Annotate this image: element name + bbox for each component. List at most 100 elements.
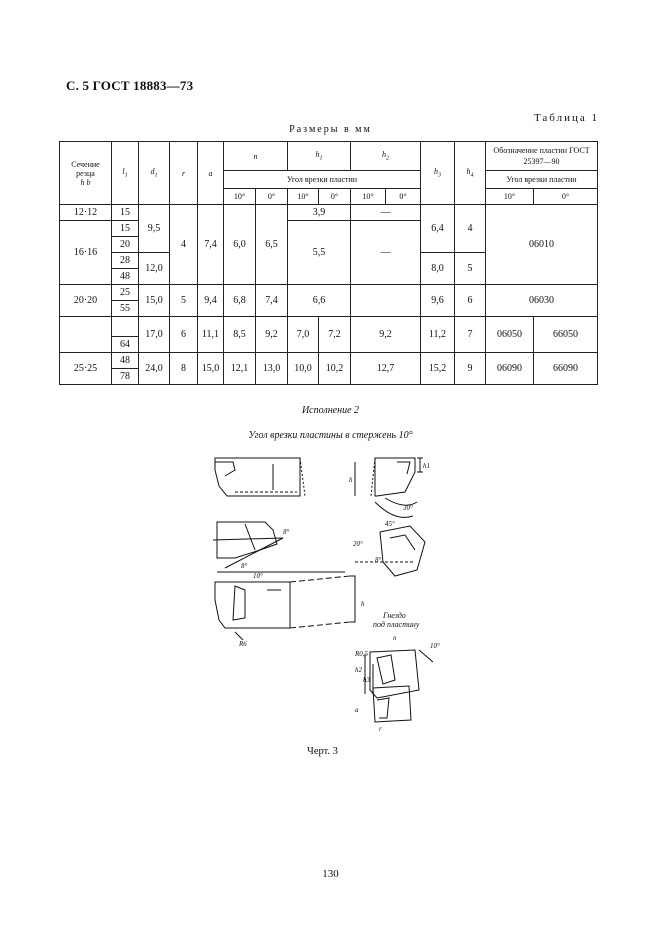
label-30: 30° <box>402 504 413 512</box>
cell: 6,6 <box>287 284 351 317</box>
cell: 9,2 <box>350 316 421 353</box>
cell: 48 <box>111 268 139 285</box>
cell: — <box>350 220 421 285</box>
cell: 15,2 <box>420 352 455 385</box>
label-h1: h1 <box>423 462 430 470</box>
label-h3: h3 <box>363 676 371 684</box>
table-number: Таблица 1 <box>533 112 599 124</box>
label-r05: R0,5 <box>354 650 369 658</box>
cell: 7,4 <box>255 284 288 317</box>
col-h4: h4 <box>454 141 486 205</box>
cell: 8,5 <box>223 316 256 353</box>
cell: 20 <box>111 236 139 253</box>
col-n: n <box>223 141 288 171</box>
h2-10: 10° <box>350 188 386 205</box>
n-0: 0° <box>255 188 288 205</box>
cell <box>111 316 139 337</box>
bottom-insert-detail: a r <box>355 685 412 733</box>
tool-main-body: R6 h <box>214 575 365 648</box>
insert-detail: 20° 8° Гнездо под пластину <box>353 525 426 629</box>
cell: 5 <box>454 252 486 285</box>
section-20: 20·20 <box>59 284 112 317</box>
h1-0: 0° <box>318 188 351 205</box>
cell: 6,0 <box>223 204 256 285</box>
cell: 12,7 <box>350 352 421 385</box>
figure-caption: Черт. 3 <box>307 746 338 757</box>
cell: — <box>350 204 421 221</box>
cell: 5 <box>169 284 198 317</box>
cell: 28 <box>111 252 139 269</box>
section-h3: h b <box>80 177 91 187</box>
cell: 66090 <box>532 352 599 385</box>
col-designation: Обозначение пластин ГОСТ 25397—90 <box>484 141 599 171</box>
document-header: С. 5 ГОСТ 18883—73 <box>66 78 194 93</box>
technical-drawing: h h1 30° 45° 8° 8° 10° R6 h 20° 8° Гнез <box>212 457 440 733</box>
col-a: a <box>197 141 224 205</box>
label-a: a <box>355 706 359 714</box>
cell: 6,5 <box>255 204 288 285</box>
cell: 48 <box>111 352 139 369</box>
cell: 12,1 <box>223 352 256 385</box>
cell: 06030 <box>484 284 599 317</box>
h1-10: 10° <box>287 188 319 205</box>
cell: 06010 <box>484 204 599 285</box>
cell: 6,8 <box>223 284 256 317</box>
label-r6: R6 <box>238 640 247 648</box>
h2-0: 0° <box>385 188 421 205</box>
cell: 6 <box>454 284 486 317</box>
col-r: r <box>169 141 198 205</box>
label-8b: 8° <box>241 562 248 570</box>
cell: 15 <box>111 204 139 221</box>
cell <box>350 284 421 317</box>
cell: 9,2 <box>255 316 288 353</box>
col-h1: h1 <box>287 141 351 171</box>
socket-detail: R0,5 n 10° h2 h3 <box>354 634 440 699</box>
cell: 06050 <box>485 316 534 353</box>
cell: 15,0 <box>138 284 170 317</box>
cell: 8,0 <box>420 252 455 285</box>
section-16: 16·16 <box>59 220 112 285</box>
cell: 7,0 <box>287 316 319 353</box>
cell: 9,4 <box>197 284 224 317</box>
socket-label-1: Гнездо <box>382 611 406 620</box>
figure-title-execution: Исполнение 2 <box>301 405 360 416</box>
cell: 55 <box>111 300 139 317</box>
cell: 15 <box>111 220 139 237</box>
socket-label-2: под пластину <box>373 620 420 629</box>
dimensions-table: Сечение резца h b l1 d1 r a n h1 h2 h3 h… <box>59 141 599 385</box>
label-10: 10° <box>253 572 263 580</box>
cell: 17,0 <box>138 316 170 353</box>
label-20: 20° <box>353 540 363 548</box>
label-r-bottom: r <box>379 725 382 733</box>
cell: 11,1 <box>197 316 224 353</box>
cut-angle-header-2: Угол врезки пластин <box>484 170 599 189</box>
col-l1: l1 <box>111 141 139 205</box>
label-8c: 8° <box>375 556 382 564</box>
page-number: 130 <box>322 868 339 880</box>
tool-side-view: 8° 8° 10° <box>212 521 345 580</box>
cell: 4 <box>454 204 486 253</box>
section-25: 25·25 <box>59 352 112 385</box>
tool-top-view-left <box>214 457 301 497</box>
cell: 3,9 <box>287 204 351 221</box>
cell: 7,2 <box>318 316 351 353</box>
section-h1: Сечение <box>71 159 100 169</box>
cell: 13,0 <box>255 352 288 385</box>
cell: 7 <box>454 316 486 353</box>
n-10: 10° <box>223 188 256 205</box>
label-8: 8° <box>283 528 290 536</box>
cell: 15,0 <box>197 352 224 385</box>
cell: 10,2 <box>318 352 351 385</box>
cell: 11,2 <box>420 316 455 353</box>
cell: 25 <box>111 284 139 301</box>
label-h-main: h <box>361 600 365 608</box>
cell: 7,4 <box>197 204 224 285</box>
section-empty <box>59 316 112 353</box>
label-h: h <box>349 476 353 484</box>
label-45: 45° <box>385 520 395 528</box>
cell: 64 <box>111 336 139 353</box>
cell: 12,0 <box>138 252 170 285</box>
cell: 9,6 <box>420 284 455 317</box>
label-h2: h2 <box>355 666 363 674</box>
cell: 10,0 <box>287 352 319 385</box>
